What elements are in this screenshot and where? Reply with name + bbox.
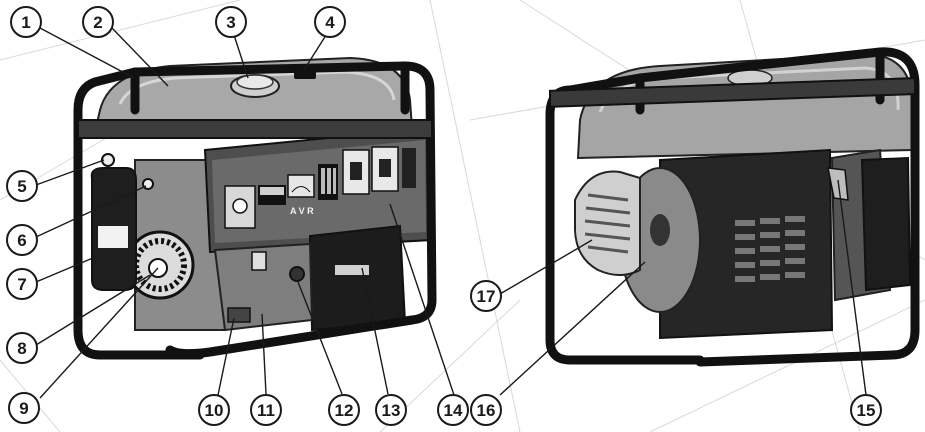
- battery-unit: [308, 224, 407, 332]
- svg-text:5: 5: [17, 177, 26, 196]
- svg-text:2: 2: [93, 13, 102, 32]
- svg-text:9: 9: [19, 399, 28, 418]
- callout-13: 13: [375, 394, 407, 426]
- front-view-generator: A V R: [73, 56, 437, 360]
- callout-4: 4: [314, 6, 346, 38]
- callout-7: 7: [6, 268, 38, 300]
- callout-15: 15: [850, 394, 882, 426]
- oil-cap: [289, 266, 305, 282]
- svg-text:7: 7: [17, 275, 26, 294]
- callout-12: 12: [328, 394, 360, 426]
- callout-16: 16: [470, 394, 502, 426]
- frame-crossbar: [77, 119, 433, 139]
- callout-10: 10: [198, 394, 230, 426]
- svg-text:12: 12: [335, 401, 354, 420]
- callout-1: 1: [10, 6, 42, 38]
- svg-text:3: 3: [226, 13, 235, 32]
- callout-17: 17: [470, 280, 502, 312]
- air-filter: [860, 156, 912, 292]
- cooling-vents: [735, 216, 805, 282]
- svg-text:13: 13: [382, 401, 401, 420]
- fuel-cap: [230, 74, 280, 98]
- callout-11: 11: [250, 394, 282, 426]
- svg-text:17: 17: [477, 287, 496, 306]
- callout-5: 5: [6, 170, 38, 202]
- frame-crossbar: [549, 77, 916, 108]
- svg-text:1: 1: [21, 13, 30, 32]
- callout-14: 14: [437, 394, 469, 426]
- control-panel: A V R: [203, 126, 434, 254]
- callout-9: 9: [8, 392, 40, 424]
- frame-front-left: [73, 77, 125, 360]
- muffler-guard: [574, 170, 641, 276]
- callout-6: 6: [6, 224, 38, 256]
- callout-8: 8: [6, 332, 38, 364]
- callout-3: 3: [215, 6, 247, 38]
- avr-label: A V R: [290, 206, 314, 216]
- svg-text:6: 6: [17, 231, 26, 250]
- svg-text:14: 14: [444, 401, 463, 420]
- svg-text:15: 15: [857, 401, 876, 420]
- svg-text:10: 10: [205, 401, 224, 420]
- svg-text:4: 4: [325, 13, 335, 32]
- svg-text:8: 8: [17, 339, 26, 358]
- leader-lines: [35, 27, 867, 399]
- svg-text:11: 11: [257, 401, 275, 420]
- svg-text:16: 16: [477, 401, 496, 420]
- rear-view-generator: [545, 47, 920, 367]
- callout-2: 2: [82, 6, 114, 38]
